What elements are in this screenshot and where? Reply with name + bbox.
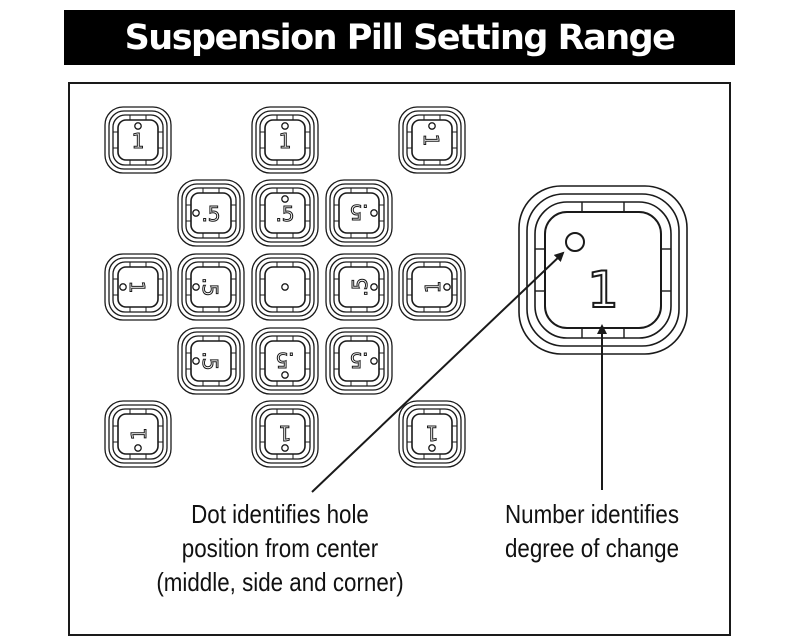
pill-number: .5 bbox=[349, 348, 368, 372]
pill-10: .5 bbox=[325, 253, 393, 321]
pill-4: .5 bbox=[177, 179, 245, 247]
pill-dot-icon bbox=[134, 122, 142, 130]
pill-dot-icon bbox=[192, 209, 200, 217]
number-caption: Number identifies degree of change bbox=[463, 497, 721, 565]
pill-dot-icon bbox=[370, 357, 378, 365]
dot-caption-line-1: Dot identifies hole bbox=[191, 499, 369, 529]
pill-number: 1 bbox=[419, 134, 443, 147]
large-pill-number: 1 bbox=[587, 261, 619, 319]
pill-9 bbox=[251, 253, 319, 321]
pill-7: 1 bbox=[104, 253, 172, 321]
pill-dot-icon bbox=[370, 209, 378, 217]
pill-number: 1 bbox=[426, 421, 439, 445]
pill-dot-icon bbox=[134, 444, 142, 452]
pill-14: .5 bbox=[325, 327, 393, 395]
pill-dot-icon bbox=[428, 122, 436, 130]
pill-15: 1 bbox=[104, 400, 172, 468]
pill-dot-icon bbox=[443, 283, 451, 291]
large-pill-dot-icon bbox=[565, 232, 585, 252]
dot-arrow bbox=[311, 251, 565, 493]
pill-2: 1 bbox=[251, 106, 319, 174]
pill-number: .5 bbox=[198, 277, 222, 296]
pill-number: 1 bbox=[132, 129, 145, 153]
pill-dot-icon bbox=[192, 357, 200, 365]
pill-number: 1 bbox=[421, 281, 445, 294]
pill-3: 1 bbox=[398, 106, 466, 174]
pill-number: 1 bbox=[127, 428, 151, 441]
pill-dot-icon bbox=[281, 122, 289, 130]
pill-5: .5 bbox=[251, 179, 319, 247]
pill-number: .5 bbox=[275, 348, 294, 372]
number-caption-line-1: Number identifies bbox=[505, 499, 679, 529]
pill-6: .5 bbox=[325, 179, 393, 247]
pill-16: 1 bbox=[251, 400, 319, 468]
number-caption-line-2: degree of change bbox=[504, 533, 680, 563]
dot-caption: Dot identifies hole position from center… bbox=[142, 497, 417, 599]
pill-8: .5 bbox=[177, 253, 245, 321]
page-title: Suspension Pill Setting Range bbox=[64, 10, 735, 65]
pill-dot-icon bbox=[281, 195, 289, 203]
pill-number: .5 bbox=[348, 277, 372, 296]
pill-dot-icon bbox=[281, 371, 289, 379]
pill-13: .5 bbox=[251, 327, 319, 395]
pill-dot-icon bbox=[281, 283, 289, 291]
dot-caption-line-2: position from center bbox=[181, 533, 379, 563]
pill-dot-icon bbox=[192, 283, 200, 291]
pill-dot-icon bbox=[119, 283, 127, 291]
pill-number: 1 bbox=[279, 421, 292, 445]
pill-1: 1 bbox=[104, 106, 172, 174]
pill-11: 1 bbox=[398, 253, 466, 321]
pill-dot-icon bbox=[428, 444, 436, 452]
pill-number: .5 bbox=[275, 202, 294, 226]
pill-12: .5 bbox=[177, 327, 245, 395]
diagram-frame bbox=[68, 82, 731, 636]
pill-dot-icon bbox=[281, 444, 289, 452]
pill-number: .5 bbox=[201, 202, 220, 226]
pill-17: 1 bbox=[398, 400, 466, 468]
pill-number: 1 bbox=[125, 281, 149, 294]
dot-caption-line-3: (middle, side and corner) bbox=[156, 567, 404, 597]
pill-grid: 1 1 1 .5 .5 .5 1 .5 .5 1 .5 .5 .5 1 1 1 bbox=[104, 106, 466, 468]
pill-number: .5 bbox=[349, 200, 368, 224]
pill-number: 1 bbox=[279, 129, 292, 153]
pill-dot-icon bbox=[370, 283, 378, 291]
pill-number: .5 bbox=[198, 351, 222, 370]
